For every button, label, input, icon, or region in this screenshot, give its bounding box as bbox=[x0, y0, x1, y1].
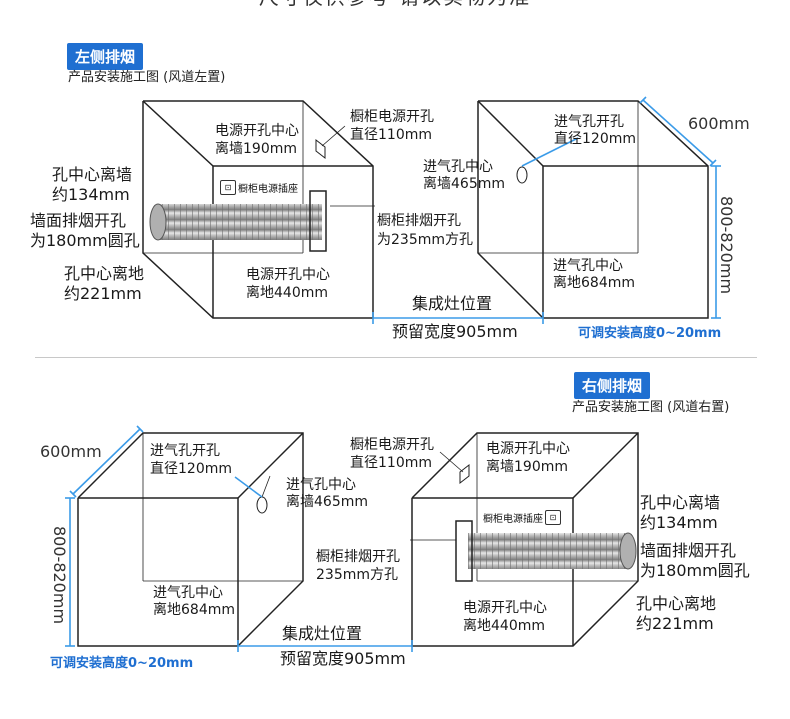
bottom-socket: 橱柜电源插座 ⊡ bbox=[483, 510, 561, 525]
bottom-intake-hole bbox=[256, 496, 268, 514]
top-wall-exhaust-l1: 墙面排烟开孔 bbox=[30, 211, 127, 230]
bottom-hole-center-floor-l2: 约221mm bbox=[636, 614, 714, 633]
bottom-depth-label: 600mm bbox=[40, 442, 102, 461]
bottom-dimension-lines bbox=[65, 425, 413, 652]
top-height-label: 800-820mm bbox=[717, 196, 736, 295]
bottom-stove-position: 集成灶位置 bbox=[282, 624, 363, 643]
top-hole-center-wall-l1: 孔中心离墙 bbox=[52, 165, 133, 184]
bottom-intake-floor-l2: 离地684mm bbox=[153, 602, 235, 618]
bottom-adjustable-height: 可调安装高度0~20mm bbox=[50, 656, 194, 671]
bottom-left-cabinet bbox=[77, 432, 304, 647]
top-power-hole bbox=[315, 138, 326, 160]
socket-icon: ⊡ bbox=[220, 180, 236, 195]
top-reserved-width: 预留宽度905mm bbox=[392, 322, 518, 341]
section-divider bbox=[35, 357, 757, 358]
bottom-power-hole-center-l1: 电源开孔中心 bbox=[486, 441, 570, 457]
bottom-intake-center-wall-l2: 离墙465mm bbox=[286, 494, 368, 510]
bottom-intake-center-wall-l1: 进气孔中心 bbox=[286, 477, 356, 493]
bottom-power-floor-l1: 电源开孔中心 bbox=[463, 600, 547, 616]
top-power-hole-center-l1: 电源开孔中心 bbox=[215, 123, 299, 139]
top-power-floor-l1: 电源开孔中心 bbox=[246, 267, 330, 283]
bottom-cabinet-power-hole-l1: 橱柜电源开孔 bbox=[350, 437, 434, 453]
bottom-cabinet-exhaust-l2: 235mm方孔 bbox=[316, 567, 398, 583]
top-intake-hole-l2: 直径120mm bbox=[554, 131, 636, 147]
top-wall-exhaust-l2: 为180mm圆孔 bbox=[30, 231, 140, 250]
top-hole-center-wall-l2: 约134mm bbox=[52, 185, 130, 204]
bottom-exhaust-pipe bbox=[455, 520, 637, 582]
top-intake-floor-l1: 进气孔中心 bbox=[553, 258, 623, 274]
top-power-floor-l2: 离地440mm bbox=[246, 285, 328, 301]
bottom-power-hole bbox=[459, 463, 470, 485]
page-title: 尺寸仅供参考 请以实物为准 bbox=[0, 0, 790, 9]
bottom-intake-floor-l1: 进气孔中心 bbox=[153, 585, 223, 601]
top-adjustable-height: 可调安装高度0~20mm bbox=[578, 326, 722, 341]
socket-icon: ⊡ bbox=[545, 510, 561, 525]
bottom-hole-center-wall-l1: 孔中心离墙 bbox=[640, 493, 721, 512]
top-intake-hole-l1: 进气孔开孔 bbox=[554, 114, 624, 130]
bottom-power-floor-l2: 离地440mm bbox=[463, 618, 545, 634]
bottom-hole-center-floor-l1: 孔中心离地 bbox=[636, 594, 717, 613]
bottom-cabinet-exhaust-l1: 橱柜排烟开孔 bbox=[316, 549, 400, 565]
bottom-cabinet-power-hole-l2: 直径110mm bbox=[350, 455, 432, 471]
bottom-intake-hole-l2: 直径120mm bbox=[150, 461, 232, 477]
top-intake-center-wall-l2: 离墙465mm bbox=[423, 176, 505, 192]
left-exhaust-badge: 左侧排烟 bbox=[67, 43, 144, 70]
bottom-power-hole-center-l2: 离墙190mm bbox=[486, 459, 568, 475]
bottom-intake-hole-l1: 进气孔开孔 bbox=[150, 443, 220, 459]
top-power-hole-center-l2: 离墙190mm bbox=[215, 141, 297, 157]
top-exhaust-pipe bbox=[149, 190, 327, 252]
top-intake-hole bbox=[516, 166, 528, 184]
top-stove-position: 集成灶位置 bbox=[412, 294, 493, 313]
bottom-wall-exhaust-l2: 为180mm圆孔 bbox=[640, 561, 750, 580]
bottom-hole-center-wall-l2: 约134mm bbox=[640, 513, 718, 532]
top-cabinet-exhaust-l2: 为235mm方孔 bbox=[377, 232, 473, 248]
top-hole-center-floor-l1: 孔中心离地 bbox=[64, 264, 145, 283]
bottom-wall-exhaust-l1: 墙面排烟开孔 bbox=[640, 541, 737, 560]
top-cabinet-exhaust-l1: 橱柜排烟开孔 bbox=[377, 213, 461, 229]
bottom-height-label: 800-820mm bbox=[50, 526, 69, 625]
bottom-reserved-width: 预留宽度905mm bbox=[280, 649, 406, 668]
top-intake-floor-l2: 离地684mm bbox=[553, 275, 635, 291]
top-depth-label: 600mm bbox=[688, 114, 750, 133]
right-exhaust-badge: 右侧排烟 bbox=[574, 372, 651, 399]
top-intake-center-wall-l1: 进气孔中心 bbox=[423, 159, 493, 175]
top-dimension-lines bbox=[372, 96, 721, 324]
top-cabinet-power-hole-l1: 橱柜电源开孔 bbox=[350, 109, 434, 125]
right-subtitle: 产品安装施工图 (风道右置) bbox=[572, 400, 730, 415]
top-socket: ⊡ 橱柜电源插座 bbox=[220, 180, 298, 195]
top-hole-center-floor-l2: 约221mm bbox=[64, 284, 142, 303]
left-subtitle: 产品安装施工图 (风道左置) bbox=[68, 70, 226, 85]
top-right-cabinet bbox=[477, 100, 709, 319]
top-cabinet-power-hole-l2: 直径110mm bbox=[350, 127, 432, 143]
